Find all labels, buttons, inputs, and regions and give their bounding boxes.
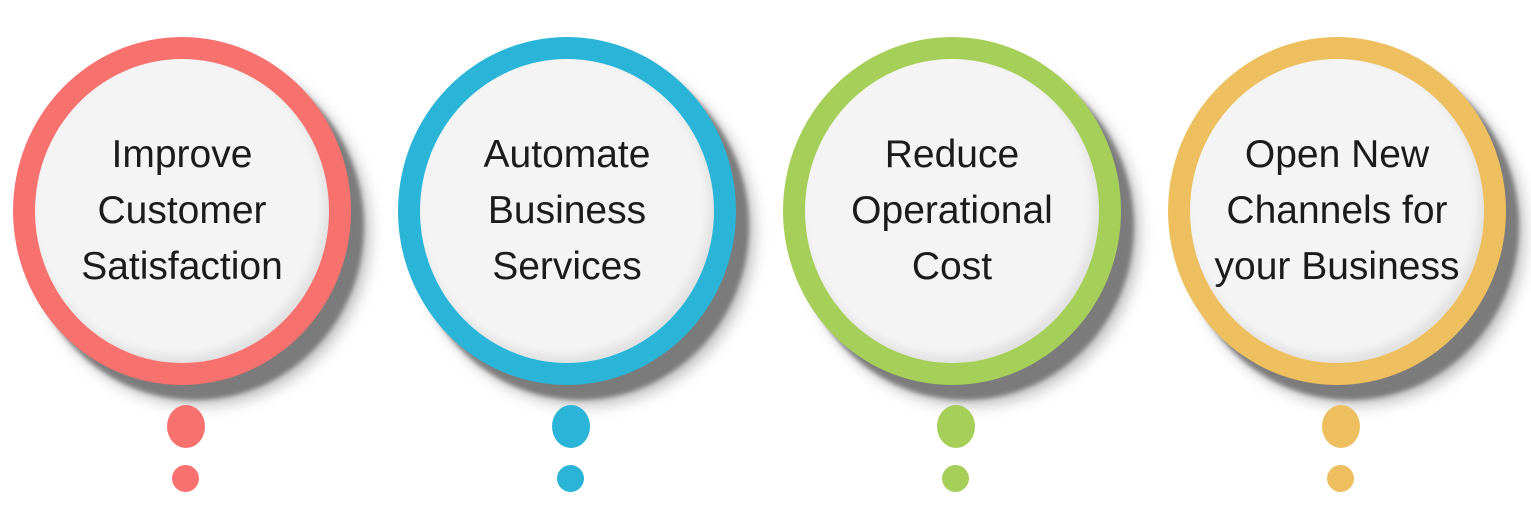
- bubble-improve-customer-satisfaction: Improve Customer Satisfaction: [13, 0, 351, 526]
- speech-dot-small: [1327, 465, 1354, 492]
- speech-dot-large: [937, 405, 975, 448]
- bubble-text: Open New Channels for your Business: [1207, 127, 1468, 295]
- text-line: Reduce: [884, 133, 1020, 176]
- speech-dot-small: [557, 465, 584, 492]
- text-line: Open New: [1244, 133, 1430, 176]
- text-line: Customer: [97, 189, 267, 232]
- circle-reduce-operational-cost: Reduce Operational Cost: [783, 37, 1121, 385]
- text-line: Business: [487, 189, 647, 232]
- text-line: Satisfaction: [81, 245, 283, 288]
- circle-automate-business-services: Automate Business Services: [398, 37, 736, 385]
- text-line: Automate: [483, 133, 651, 176]
- speech-dot-small: [172, 465, 199, 492]
- circle-improve-customer-satisfaction: Improve Customer Satisfaction: [13, 37, 351, 385]
- speech-dot-large: [167, 405, 205, 448]
- text-line: Improve: [111, 133, 253, 176]
- bubble-reduce-operational-cost: Reduce Operational Cost: [783, 0, 1121, 526]
- text-line: your Business: [1214, 245, 1460, 288]
- bubble-text: Automate Business Services: [476, 127, 659, 295]
- bubble-text: Improve Customer Satisfaction: [73, 127, 291, 295]
- speech-dot-large: [552, 405, 590, 448]
- text-line: Operational: [851, 189, 1053, 232]
- text-line: Cost: [911, 245, 993, 288]
- text-line: Channels for: [1226, 189, 1448, 232]
- speech-dot-small: [942, 465, 969, 492]
- circle-open-new-channels: Open New Channels for your Business: [1168, 37, 1506, 385]
- speech-dot-large: [1322, 405, 1360, 448]
- bubble-open-new-channels: Open New Channels for your Business: [1168, 0, 1506, 526]
- text-line: Services: [492, 245, 642, 288]
- bubble-text: Reduce Operational Cost: [843, 127, 1061, 295]
- bubble-automate-business-services: Automate Business Services: [398, 0, 736, 526]
